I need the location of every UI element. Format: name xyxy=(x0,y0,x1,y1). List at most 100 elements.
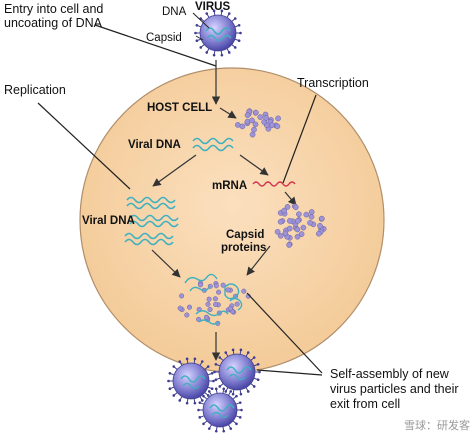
self-assembly-label-line3: exit from cell xyxy=(330,397,400,411)
virion-spike-tip xyxy=(214,363,218,366)
virion-spike-tip xyxy=(239,31,242,35)
virion-spike-tip xyxy=(258,370,261,374)
entry-to-uncoating-arrow xyxy=(219,107,237,119)
transcription-arrow xyxy=(239,154,269,176)
virion-spike-tip xyxy=(212,53,216,57)
virion-spike-tip xyxy=(200,399,204,402)
viral-dna-top xyxy=(192,137,234,152)
assembly-dot xyxy=(177,305,183,311)
uncoated-capsid-fragments xyxy=(234,108,281,138)
assembly-dot xyxy=(225,287,231,293)
assembly-dot xyxy=(205,301,211,307)
capsid-protein-dot xyxy=(296,211,302,217)
virion-spike-tip xyxy=(205,12,209,15)
capsid-protein-dot xyxy=(294,218,301,224)
capsid-fragment-dot xyxy=(244,118,251,125)
capsid-protein-dot xyxy=(315,230,322,237)
virion-spike-tip xyxy=(252,356,256,359)
assembly-dot xyxy=(207,307,213,313)
virion-spike-tip xyxy=(220,53,224,57)
virion-spike-tip xyxy=(206,365,210,368)
assembly-dot xyxy=(227,306,233,312)
capsid-fragment-dot xyxy=(263,115,270,121)
capsid-protein-dot xyxy=(300,224,307,231)
assembly-dot xyxy=(186,304,192,310)
virion-spike-tip xyxy=(202,422,205,426)
capsid-protein-dot xyxy=(286,218,293,224)
virion-spike-tip xyxy=(218,385,222,388)
virion-spike-tip xyxy=(229,390,233,393)
virion-spike-tip xyxy=(214,378,218,381)
capsid-protein-dot xyxy=(292,204,299,211)
virion-spike-tip xyxy=(205,51,209,54)
virus-label: VIRUS xyxy=(195,1,230,13)
capsid-protein-cluster xyxy=(274,203,327,248)
capsid-fragment-dot xyxy=(239,123,246,130)
mrna-to-proteins-arrow xyxy=(284,191,297,206)
virion-spike-tip xyxy=(237,24,241,27)
virion-spike-tip xyxy=(222,429,226,433)
virion-spike-tip xyxy=(233,17,237,20)
virion-spike-tip xyxy=(224,390,228,393)
assembly-dot xyxy=(197,282,203,288)
virion-spike-tip xyxy=(229,427,233,430)
virion-spike-tip xyxy=(167,379,170,383)
capsid-protein-dot xyxy=(294,233,301,240)
assembly-pointer-2 xyxy=(256,369,323,376)
virion-spike-tip xyxy=(202,394,205,398)
virion-spike-tip xyxy=(227,12,231,15)
virion-spike-tip xyxy=(214,429,218,433)
capsid-protein-dot xyxy=(277,232,284,239)
viral-dna-top-label: Viral DNA xyxy=(128,139,181,151)
mrna-label: mRNA xyxy=(212,180,247,192)
capsid-proteins-label-line2: proteins xyxy=(221,242,266,254)
incoming-virus xyxy=(194,9,242,57)
capsid-protein-dot xyxy=(286,242,292,248)
virion-spike-tip xyxy=(231,392,235,396)
virion-spike-tip xyxy=(210,387,214,390)
host-cell-label: HOST CELL xyxy=(147,102,212,114)
capsid-protein-dot xyxy=(307,219,313,226)
virion-dna xyxy=(228,373,246,381)
capsid-pointer xyxy=(195,35,204,41)
virion-spike-tip xyxy=(185,401,189,405)
replication-pointer xyxy=(37,102,131,190)
replication-label: Replication xyxy=(4,83,66,97)
virion-spike-tip xyxy=(227,51,231,54)
capsid-protein-dot xyxy=(308,213,315,220)
virion-spike-tip xyxy=(206,394,210,397)
transcription-pointer xyxy=(282,94,317,184)
virion-spike-tip xyxy=(210,372,214,375)
virion-spike-tip xyxy=(235,394,238,398)
watermark: 雪球：研发客 xyxy=(404,419,470,432)
capsid-fragment-dot xyxy=(268,122,275,129)
dna-pointer xyxy=(192,12,210,29)
assembly-dot xyxy=(220,282,226,288)
self-assembly-label: Self-assembly of new xyxy=(330,367,450,381)
capsid-protein-dot xyxy=(284,204,291,210)
virion-spike-tip xyxy=(233,46,237,49)
self-assembly-label-line2: virus particles and their xyxy=(330,382,459,396)
virion-dna xyxy=(209,404,235,412)
assembly-protein-dots xyxy=(177,280,251,326)
virion-spike-tip xyxy=(238,401,242,404)
capsid-protein-dot xyxy=(277,218,284,225)
capsid-fragment-dot xyxy=(252,109,259,116)
assembly-pointer-1 xyxy=(246,292,323,374)
virion-spike-tip xyxy=(197,408,200,412)
virion-spike-tip xyxy=(212,379,215,383)
capsid-protein-dot xyxy=(274,228,281,235)
dna-label: DNA xyxy=(162,6,187,18)
virion-spike-tip xyxy=(246,351,250,354)
capsid-fragment-dot xyxy=(252,121,259,128)
virion-spike-tip xyxy=(213,370,216,374)
virion-spike-tip xyxy=(168,372,172,375)
assembling-virions xyxy=(184,273,243,325)
virion-spike-tip xyxy=(193,357,197,361)
virion-spike-tip xyxy=(235,422,238,426)
virion-dna xyxy=(182,382,200,390)
virion-spike-tip xyxy=(195,24,199,27)
capsid-fragment-dot xyxy=(274,123,281,130)
new-virus-particles xyxy=(167,348,261,433)
